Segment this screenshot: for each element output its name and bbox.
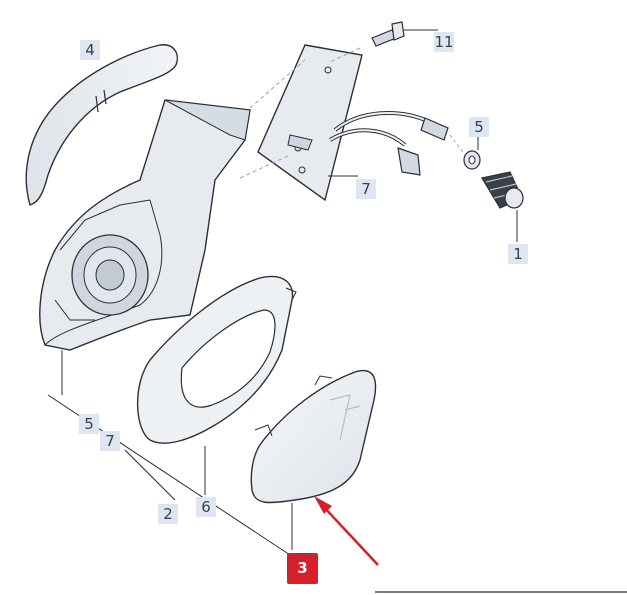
callout-7-left[interactable]: 7 <box>100 431 120 451</box>
callout-5-top[interactable]: 5 <box>469 117 489 137</box>
callout-7-top[interactable]: 7 <box>356 179 376 199</box>
nut-part <box>449 134 481 170</box>
mirror-glass-part <box>250 369 377 550</box>
grommet-part <box>481 171 524 242</box>
callout-5-left[interactable]: 5 <box>79 414 99 434</box>
callout-2[interactable]: 2 <box>158 504 178 524</box>
trim-strip-part <box>25 44 178 206</box>
surround-frame-part <box>136 275 297 495</box>
wiring-harness <box>328 111 449 176</box>
mirror-housing-part <box>39 99 251 395</box>
callout-1[interactable]: 1 <box>508 244 528 264</box>
mounting-plate-part <box>239 44 363 202</box>
callout-11[interactable]: 11 <box>434 32 454 52</box>
callout-6[interactable]: 6 <box>196 497 216 517</box>
screw-part <box>329 21 438 63</box>
callout-3-highlighted[interactable]: 3 <box>287 553 318 584</box>
highlight-arrow <box>314 496 379 566</box>
callout-4[interactable]: 4 <box>80 40 100 60</box>
